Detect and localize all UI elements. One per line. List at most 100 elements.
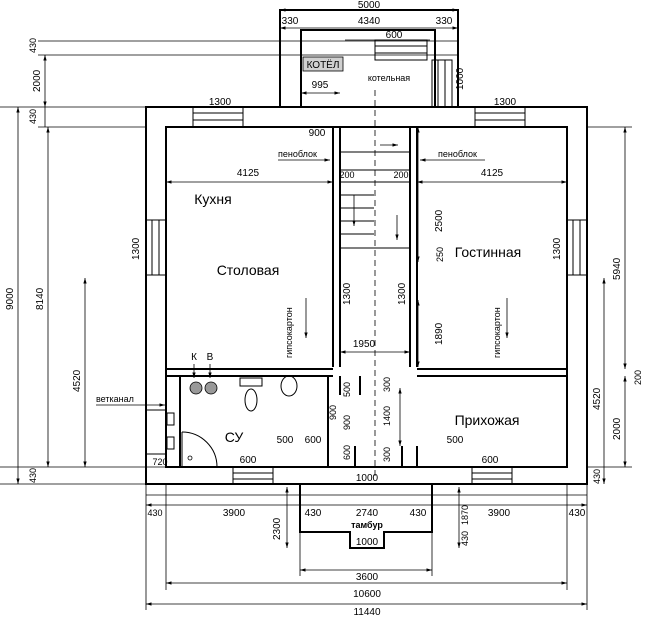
bath-door-swing [181, 431, 218, 468]
dim-1300-center-right: 1300 [397, 282, 408, 305]
label-vent: ветканал [96, 394, 134, 404]
dim-250: 250 [435, 247, 445, 262]
house-walls [145, 106, 588, 485]
dim-bottom-430-2: 430 [305, 508, 322, 519]
dim-1300-center-left: 1300 [342, 282, 353, 305]
dim-2500: 2500 [434, 209, 445, 232]
dim-430-left-bottom: 430 [28, 468, 38, 483]
dim-bottom-430-1: 430 [147, 508, 162, 518]
dim-window-1300-right: 1300 [494, 97, 517, 108]
window-dining [145, 219, 167, 276]
dim-porch-1000: 1000 [356, 537, 379, 548]
dim-300-b: 300 [382, 447, 392, 462]
dim-1950: 1950 [353, 339, 376, 350]
dim-5940: 5940 [612, 257, 623, 280]
label-v: В [207, 352, 214, 363]
dim-boiler-2000: 2000 [32, 69, 43, 92]
dim-bottom-3900-right: 3900 [488, 508, 511, 519]
windows [145, 106, 588, 485]
window-living-top [474, 106, 526, 128]
dim-bottom-430-4: 430 [569, 508, 586, 519]
bath-fixtures: К В [166, 352, 298, 468]
dim-window-1300-left: 1300 [209, 97, 232, 108]
dim-boiler-1000: 1000 [455, 67, 466, 90]
dim-300-a: 300 [382, 377, 392, 392]
dim-10600: 10600 [353, 589, 381, 600]
dim-door-900: 900 [309, 128, 326, 139]
dim-2300: 2300 [272, 517, 283, 540]
label-gyp-left: гипсокартон [284, 307, 294, 358]
dim-1400: 1400 [382, 406, 392, 426]
dim-bottom-430-3: 430 [410, 508, 427, 519]
dim-su-500: 500 [277, 435, 294, 446]
room-vestibule: тамбур [351, 520, 383, 530]
room-dining: Столовая [217, 262, 280, 278]
dim-1890: 1890 [434, 322, 445, 345]
window-bath [232, 466, 274, 485]
boiler-unit-label: КОТЁЛ [307, 59, 340, 71]
vestibule [299, 484, 433, 549]
dim-4125-right: 4125 [481, 168, 504, 179]
label-foam-left: пеноблок [278, 149, 317, 159]
dim-window-600-right: 600 [482, 455, 499, 466]
dim-995: 995 [312, 80, 329, 91]
dim-window-600-left: 600 [240, 455, 257, 466]
boiler-unit [302, 56, 344, 72]
label-foam-right: пеноблок [438, 149, 477, 159]
dim-430-top: 430 [28, 38, 38, 53]
dim-5000: 5000 [358, 0, 381, 11]
window-living-side [566, 219, 588, 276]
dimension-labels: 5000 330 4340 330 430 600 2000 1000 995 … [5, 0, 643, 618]
room-hall: Прихожая [455, 412, 520, 428]
dim-330-right: 330 [436, 16, 453, 27]
dim-4520-left: 4520 [72, 369, 83, 392]
boiler-k-icon [189, 381, 203, 395]
dim-4125-left: 4125 [237, 168, 260, 179]
dim-3600: 3600 [356, 572, 379, 583]
window-kitchen [192, 106, 244, 128]
dim-600-vertical: 600 [342, 445, 352, 460]
dim-720: 720 [152, 457, 167, 467]
dim-200-right: 200 [393, 170, 408, 180]
dim-hall-500: 500 [447, 435, 464, 446]
boiler-v-icon [204, 381, 218, 395]
dim-8140: 8140 [35, 287, 46, 310]
staircase [340, 90, 410, 480]
room-bath: СУ [225, 429, 244, 445]
dim-4340: 4340 [358, 16, 381, 27]
window-hall [471, 466, 513, 485]
dim-bottom-2740: 2740 [356, 508, 379, 519]
dim-9000: 9000 [5, 287, 16, 310]
vent-duct-2 [166, 436, 175, 450]
dim-su-600: 600 [305, 435, 322, 446]
dim-boiler-600: 600 [386, 30, 403, 41]
dimension-lines [0, 8, 632, 610]
dim-4520-right: 4520 [592, 387, 603, 410]
sink-icon [239, 377, 263, 387]
dim-900-a: 900 [328, 405, 338, 420]
dim-11440: 11440 [353, 607, 381, 618]
boiler-room-label: котельная [368, 73, 410, 83]
label-k: К [191, 352, 197, 363]
dim-500-vertical: 500 [342, 382, 352, 397]
dim-330-left: 330 [282, 16, 299, 27]
toilet-icon [244, 388, 258, 412]
dim-430-vertical-bottom: 430 [460, 531, 470, 546]
dim-1870: 1870 [460, 505, 470, 525]
room-living: Гостинная [455, 244, 522, 260]
dim-200-right-side: 200 [633, 370, 643, 385]
dim-door-1000: 1000 [356, 473, 379, 484]
window-vent [145, 409, 167, 455]
dim-430-right: 430 [592, 469, 602, 484]
dim-2000-right: 2000 [612, 417, 623, 440]
dim-200-left: 200 [339, 170, 354, 180]
dim-bottom-3900-left: 3900 [223, 508, 246, 519]
vent-duct-1 [166, 412, 175, 426]
label-gyp-right: гипсокартон [492, 307, 502, 358]
room-kitchen: Кухня [194, 191, 231, 207]
dim-1300-kitchen-right: 1300 [552, 237, 563, 260]
dim-430-left: 430 [28, 109, 38, 124]
boiler-window [374, 39, 428, 61]
shower-icon [280, 375, 298, 397]
